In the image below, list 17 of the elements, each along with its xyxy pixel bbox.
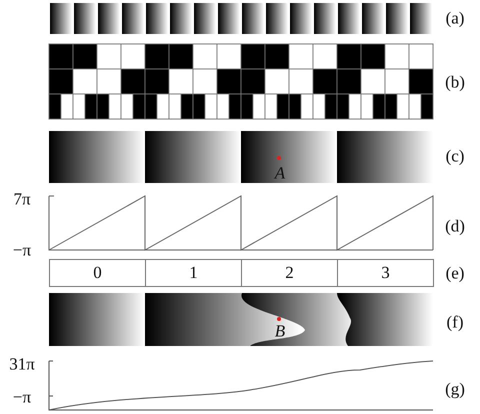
axis-tick-label: 31π [9,356,35,372]
panel-label: (e) [446,264,464,282]
panel-label: (c) [446,148,464,164]
panel-label: (b) [445,74,465,90]
index-cell: 1 [145,259,242,287]
axis-tick-label: −π [12,242,32,258]
panel-label: (g) [445,380,465,398]
index-cell: 3 [337,259,434,287]
point-label: B [274,322,286,340]
axis-tick-label: 7π [13,190,31,208]
point-label: A [274,164,286,182]
panel-label: (f) [446,314,464,330]
axis-tick-label: −π [12,388,32,406]
panel-label: (a) [446,10,464,26]
index-cell: 0 [49,259,146,287]
panel-label: (d) [445,218,465,234]
index-cell: 2 [241,259,338,287]
